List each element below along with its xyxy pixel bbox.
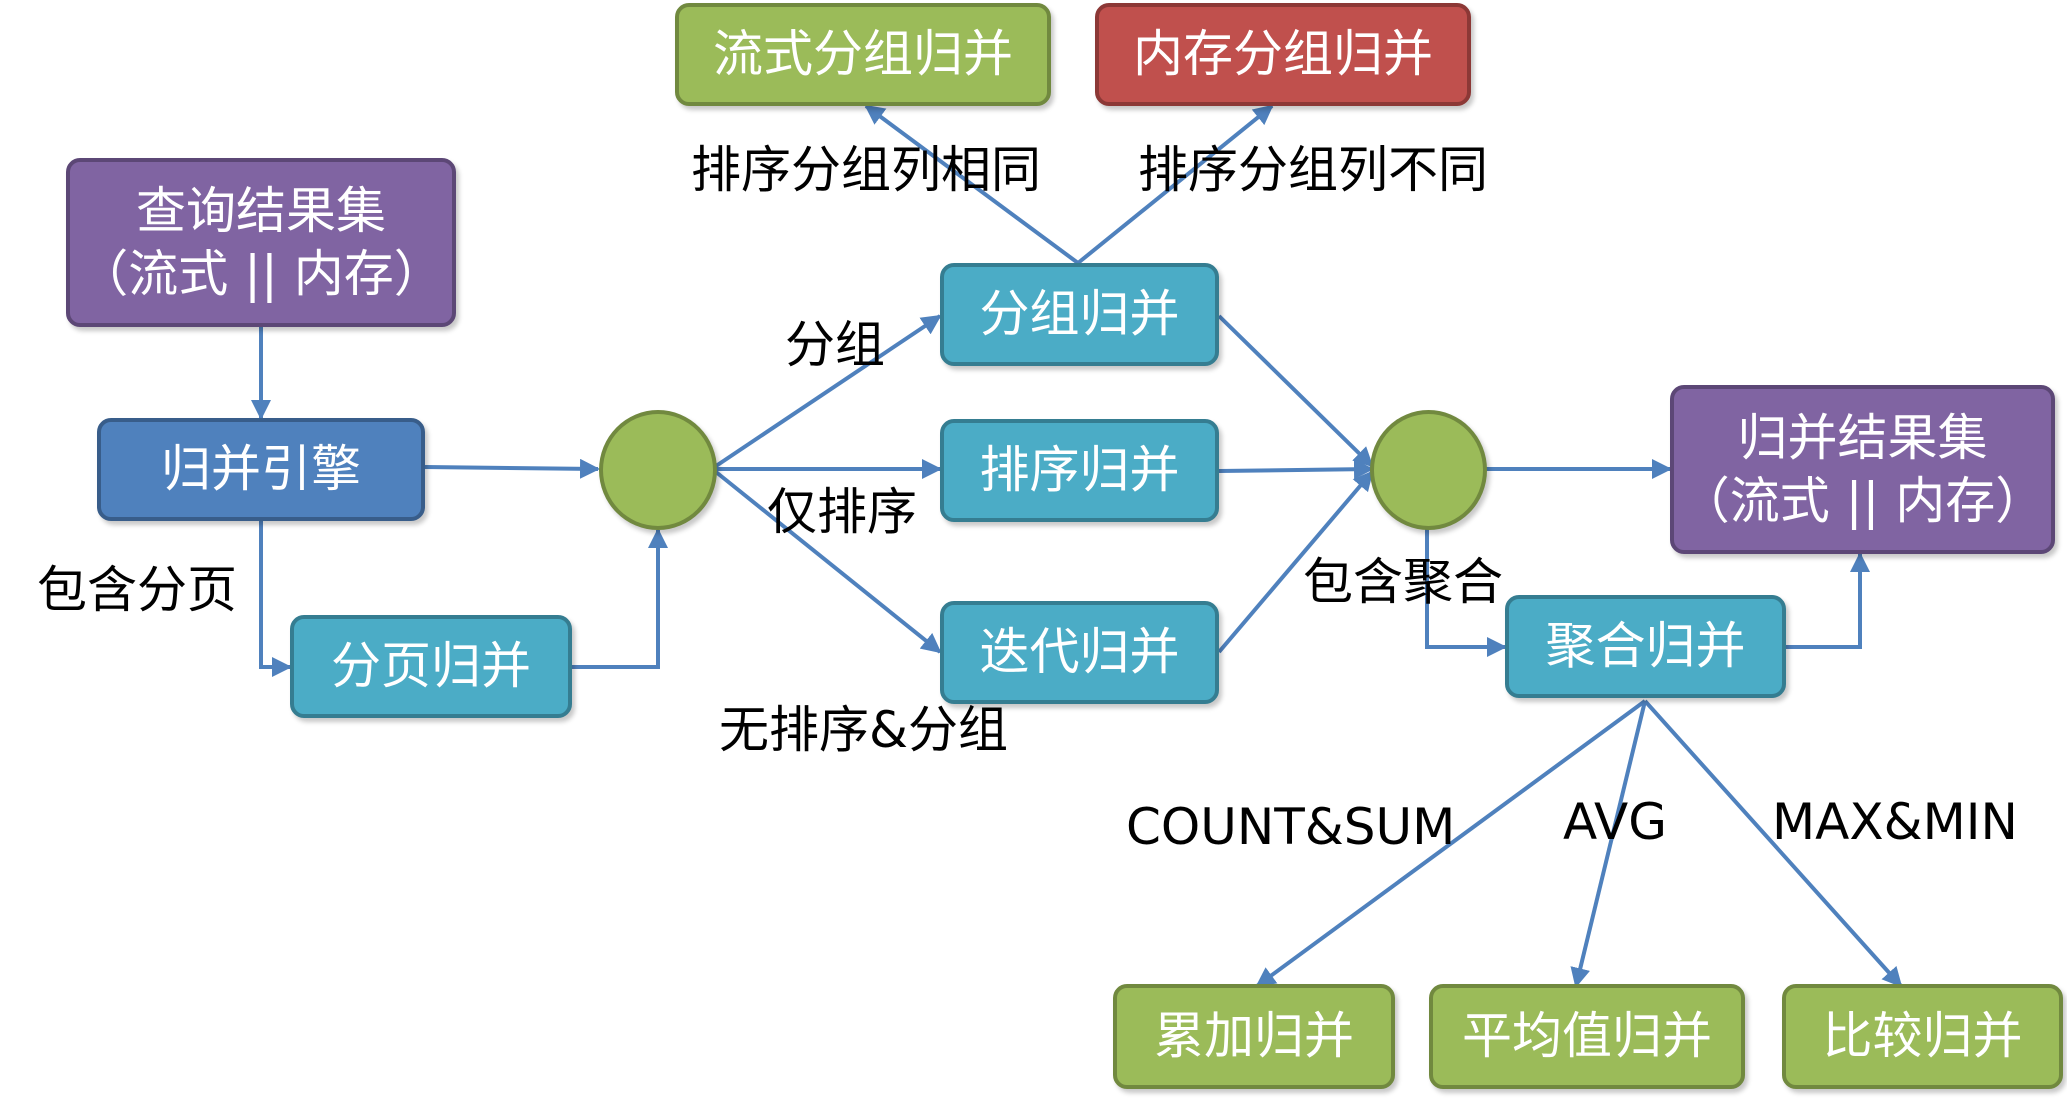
arrow-group-to-junction-right [1217,314,1374,468]
query-result-set-title: 查询结果集 [136,182,386,240]
group-merge-node: 分组归并 [940,263,1219,366]
sort-merge-label: 排序归并 [979,441,1180,500]
compare-merge-label: 比较归并 [1822,1007,2023,1066]
query-result-set-node: 查询结果集 （流式 || 内存） [66,158,456,327]
arrow-junction-right-to-aggregate [1425,527,1507,657]
arrow-iterate-to-junction-right [1217,470,1374,654]
edge-label-sort-only: 仅排序 [767,483,917,541]
aggregate-merge-node: 聚合归并 [1505,595,1786,698]
arrow-aggregate-to-result [1786,552,1870,649]
arrow-junction-to-iterate [714,470,942,654]
merged-result-set-node: 归并结果集 （流式 || 内存） [1670,385,2055,554]
edge-label-no-sort-group: 无排序&分组 [719,701,1008,759]
edge-label-contains-aggregation: 包含聚合 [1303,553,1503,611]
memory-group-merge-label: 内存分组归并 [1133,25,1433,84]
arrow-engine-to-junction-left [424,458,600,479]
arrow-paging-to-junction-left [572,528,668,669]
query-result-set-mode: （流式 || 内存） [78,244,444,303]
arrow-group-to-stream-group [864,104,1080,265]
edge-label-max-min: MAX&MIN [1772,793,2018,851]
stream-group-merge-node: 流式分组归并 [675,3,1051,106]
iterate-merge-label: 迭代归并 [979,623,1180,682]
accumulate-merge-label: 累加归并 [1154,1007,1354,1066]
edge-label-different-columns: 排序分组列不同 [1138,141,1488,199]
compare-merge-node: 比较归并 [1782,984,2063,1089]
sort-merge-node: 排序归并 [940,419,1219,522]
edge-label-contains-paging: 包含分页 [37,561,237,619]
memory-group-merge-node: 内存分组归并 [1095,3,1471,106]
average-merge-label: 平均值归并 [1462,1007,1712,1066]
accumulate-merge-node: 累加归并 [1113,984,1395,1089]
arrow-group-to-memory-group [1076,104,1274,265]
arrow-aggregate-to-average [1570,700,1647,988]
edge-label-count-sum: COUNT&SUM [1126,798,1456,856]
paging-merge-node: 分页归并 [290,615,572,718]
paging-merge-label: 分页归并 [331,637,531,696]
merge-engine-label: 归并引擎 [161,440,361,499]
edge-label-group: 分组 [785,316,885,374]
iterate-merge-node: 迭代归并 [940,601,1219,704]
junction-left [599,410,717,530]
merged-result-set-title: 归并结果集 [1737,409,1988,467]
group-merge-label: 分组归并 [979,285,1180,344]
edge-label-same-columns: 排序分组列相同 [691,141,1041,199]
arrow-aggregate-to-compare [1643,699,1903,988]
merge-engine-node: 归并引擎 [97,418,425,521]
arrow-engine-to-paging [259,521,292,677]
arrow-junction-to-group [714,314,942,468]
average-merge-node: 平均值归并 [1429,984,1745,1089]
stream-group-merge-label: 流式分组归并 [713,25,1013,84]
merged-result-set-mode: （流式 || 内存） [1679,471,2046,530]
arrow-sort-to-junction-right [1218,459,1374,480]
edge-label-avg: AVG [1563,793,1667,851]
junction-right [1370,410,1487,530]
arrow-aggregate-to-accumulate [1255,699,1647,988]
aggregate-merge-label: 聚合归并 [1545,617,1746,676]
